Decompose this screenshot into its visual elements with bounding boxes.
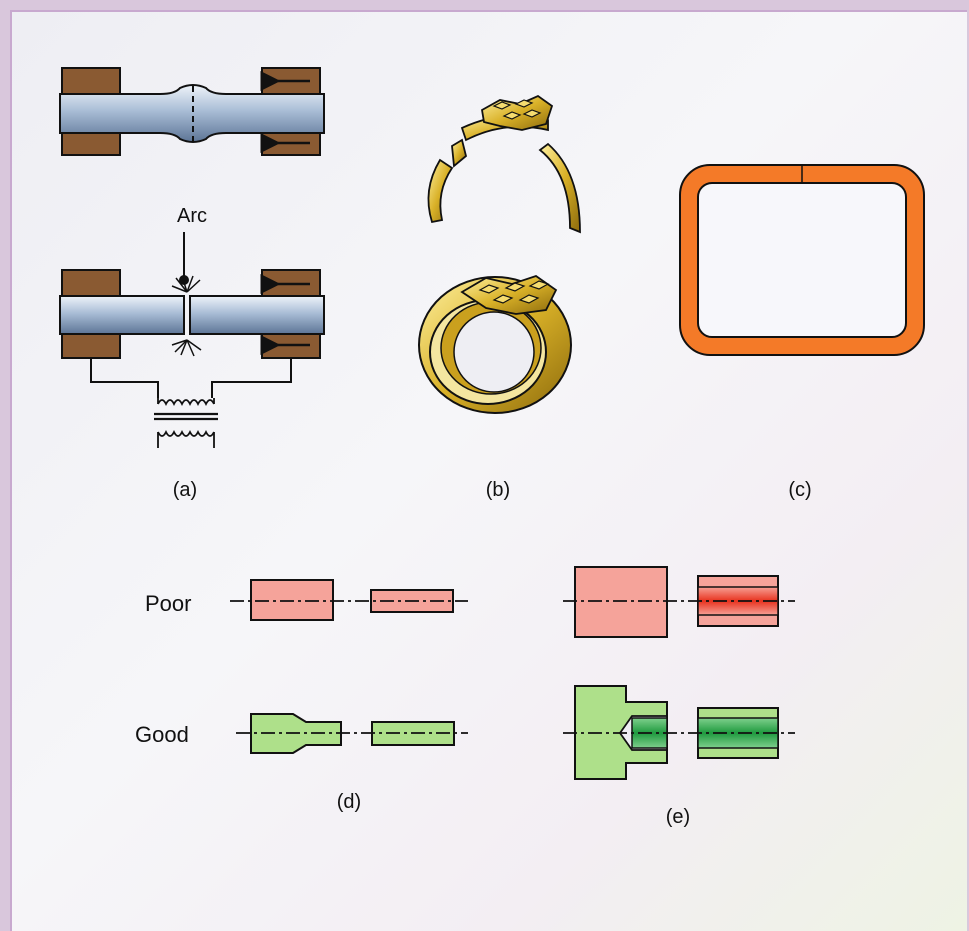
right-rod bbox=[189, 295, 325, 335]
caption-d: (d) bbox=[337, 791, 361, 813]
transformer-icon bbox=[154, 398, 218, 448]
figure-panel bbox=[10, 10, 967, 931]
poor-label: Poor bbox=[145, 591, 191, 616]
frame-inner bbox=[697, 182, 907, 338]
caption-a: (a) bbox=[173, 479, 197, 501]
caption-e: (e) bbox=[666, 806, 690, 828]
ring-pieces bbox=[427, 94, 581, 234]
good-label: Good bbox=[135, 722, 189, 747]
poor-block bbox=[574, 566, 668, 638]
upset-weld-bulged bbox=[59, 67, 325, 156]
bulged-rod bbox=[59, 84, 325, 143]
panel-b: (b) bbox=[418, 94, 581, 501]
left-rod bbox=[59, 295, 185, 335]
panel-c: (c) bbox=[679, 164, 925, 501]
panel-e: (e) bbox=[563, 566, 795, 828]
panel-d: Poor Good (d) bbox=[135, 579, 468, 813]
caption-c: (c) bbox=[788, 479, 811, 501]
spark-icon bbox=[171, 275, 202, 357]
wire bbox=[211, 358, 292, 398]
arc-label: Arc bbox=[177, 205, 207, 227]
wire bbox=[90, 358, 159, 398]
upset-weld-arcing bbox=[59, 269, 325, 448]
ring-assembled bbox=[418, 275, 572, 414]
poor-large-bar bbox=[250, 579, 334, 621]
panel-a: Arc bbox=[59, 67, 325, 501]
caption-b: (b) bbox=[486, 479, 510, 501]
